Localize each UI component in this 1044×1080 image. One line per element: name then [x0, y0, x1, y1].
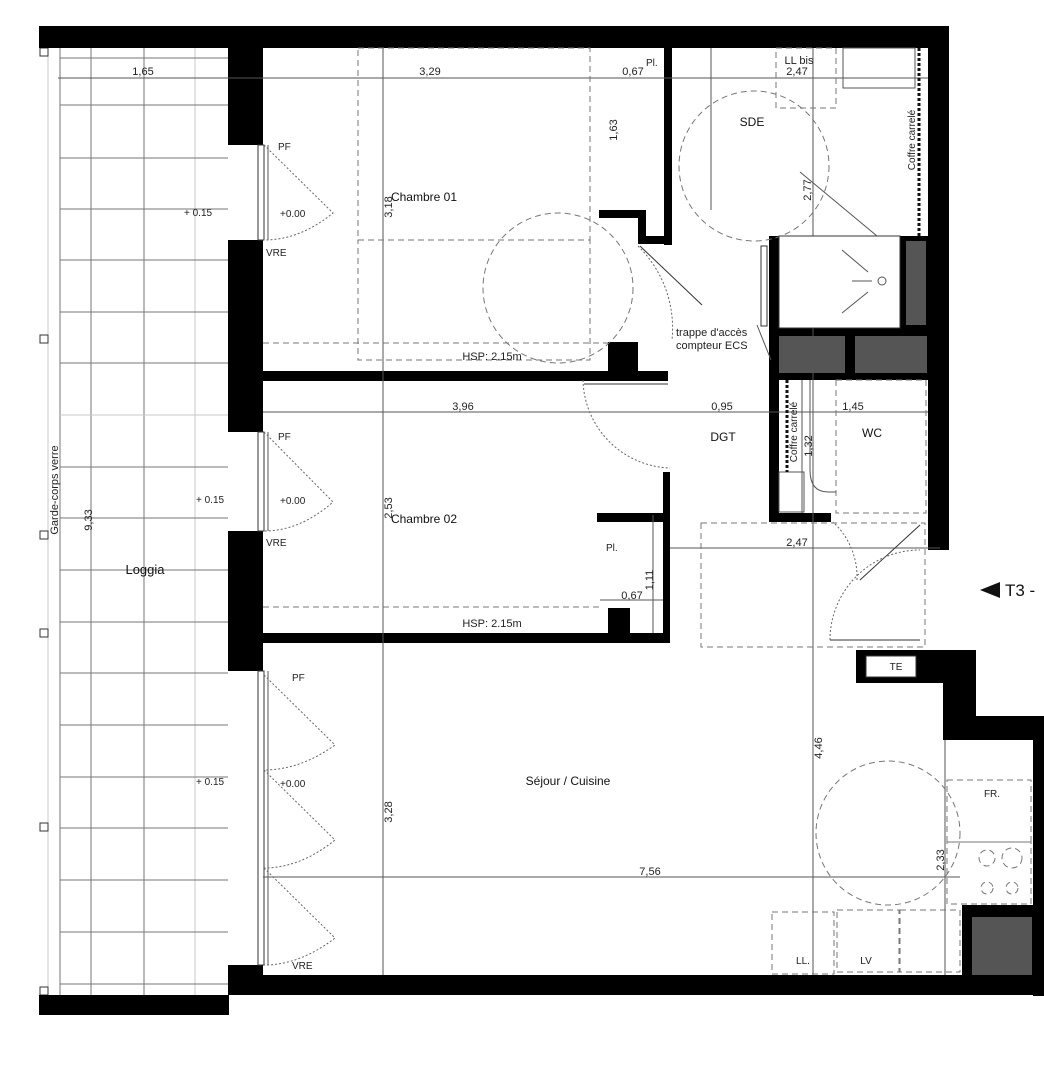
loggia-tile-grid: [47, 48, 228, 995]
trappe-label-1: trappe d'accès: [676, 327, 748, 339]
lv-label: LV: [860, 956, 872, 967]
dim-loggia-length: 9,33: [83, 509, 95, 530]
furniture-outlines: [263, 47, 1032, 975]
pf-3-label: PF: [292, 673, 305, 684]
hsp-ch2-label: HSP: 2.15m: [462, 618, 521, 630]
walls: [39, 26, 1044, 1015]
dim-sde-width: 2,47: [786, 66, 807, 78]
room-wc: WC: [862, 426, 882, 440]
entrance-arrow-icon: [980, 582, 1000, 598]
vre-2-label: VRE: [266, 538, 287, 549]
level-out-3: + 0.15: [196, 777, 225, 788]
dim-sejour-width: 7,56: [639, 866, 660, 878]
dim-ch2-depth: 2,53: [383, 497, 395, 518]
dim-pl-ch2-width: 0,67: [621, 590, 642, 602]
guardrail-posts: [39, 47, 49, 996]
dim-pl-top-width: 0,67: [622, 66, 643, 78]
room-loggia: Loggia: [125, 562, 165, 577]
dimension-lines: [58, 48, 960, 975]
shower-tray: [778, 171, 901, 329]
coffre-wc-label: Coffre carrelé: [789, 401, 800, 462]
pf-2-label: PF: [278, 432, 291, 443]
level-out-1: + 0.15: [184, 208, 213, 219]
room-chambre-02: Chambre 02: [391, 512, 457, 526]
level-in-2: +0.00: [280, 496, 306, 507]
dim-ch1-depth: 3,18: [383, 196, 395, 217]
level-out-2: + 0.15: [196, 495, 225, 506]
vre-1-label: VRE: [266, 248, 287, 259]
dim-kitchen-depth: 4,46: [813, 737, 825, 758]
unit-marker: T3 -: [1005, 581, 1035, 600]
level-in-3: +0.00: [280, 779, 306, 790]
dim-wc-depth: 1,32: [803, 435, 815, 456]
room-chambre-01: Chambre 01: [391, 190, 457, 204]
dim-dgt-width: 0,95: [711, 401, 732, 413]
dim-sejour-depth: 3,28: [383, 801, 395, 822]
dim-ch2-width: 3,96: [452, 401, 473, 413]
room-sejour-cuisine: Séjour / Cuisine: [526, 774, 611, 788]
dim-pl-ch2-depth: 1,11: [644, 570, 656, 591]
ll-bis-label: LL bis: [785, 55, 814, 67]
room-dgt: DGT: [710, 430, 736, 444]
dim-kitchen-width: 2,33: [935, 849, 947, 870]
hsp-ch1-label: HSP: 2.15m: [462, 351, 521, 363]
vre-3-label: VRE: [292, 961, 313, 972]
ll-label: LL.: [796, 956, 810, 967]
dim-entry-width: 2,47: [786, 537, 807, 549]
coffre-sde-label: Coffre carrelé: [907, 109, 918, 170]
fr-label: FR.: [984, 789, 1000, 800]
te-box: [865, 655, 917, 678]
pl-ch2-label: Pl.: [606, 543, 618, 554]
level-in-1: +0.00: [280, 209, 306, 220]
dim-pl-top-depth: 1,63: [608, 119, 620, 140]
windows: [257, 144, 336, 966]
dim-wc-width: 1,45: [842, 401, 863, 413]
dim-loggia-width: 1,65: [132, 66, 153, 78]
trappe-label-2: compteur ECS: [676, 340, 748, 352]
garde-corps-label: Garde-corps verre: [49, 445, 61, 534]
pl-top-label: Pl.: [646, 58, 658, 69]
dim-ch1-width: 3,29: [419, 66, 440, 78]
room-sde: SDE: [740, 115, 765, 129]
te-label: TE: [890, 662, 903, 673]
dim-sde-depth: 2,77: [802, 179, 814, 200]
pf-1-label: PF: [278, 142, 291, 153]
doors: [584, 245, 921, 641]
